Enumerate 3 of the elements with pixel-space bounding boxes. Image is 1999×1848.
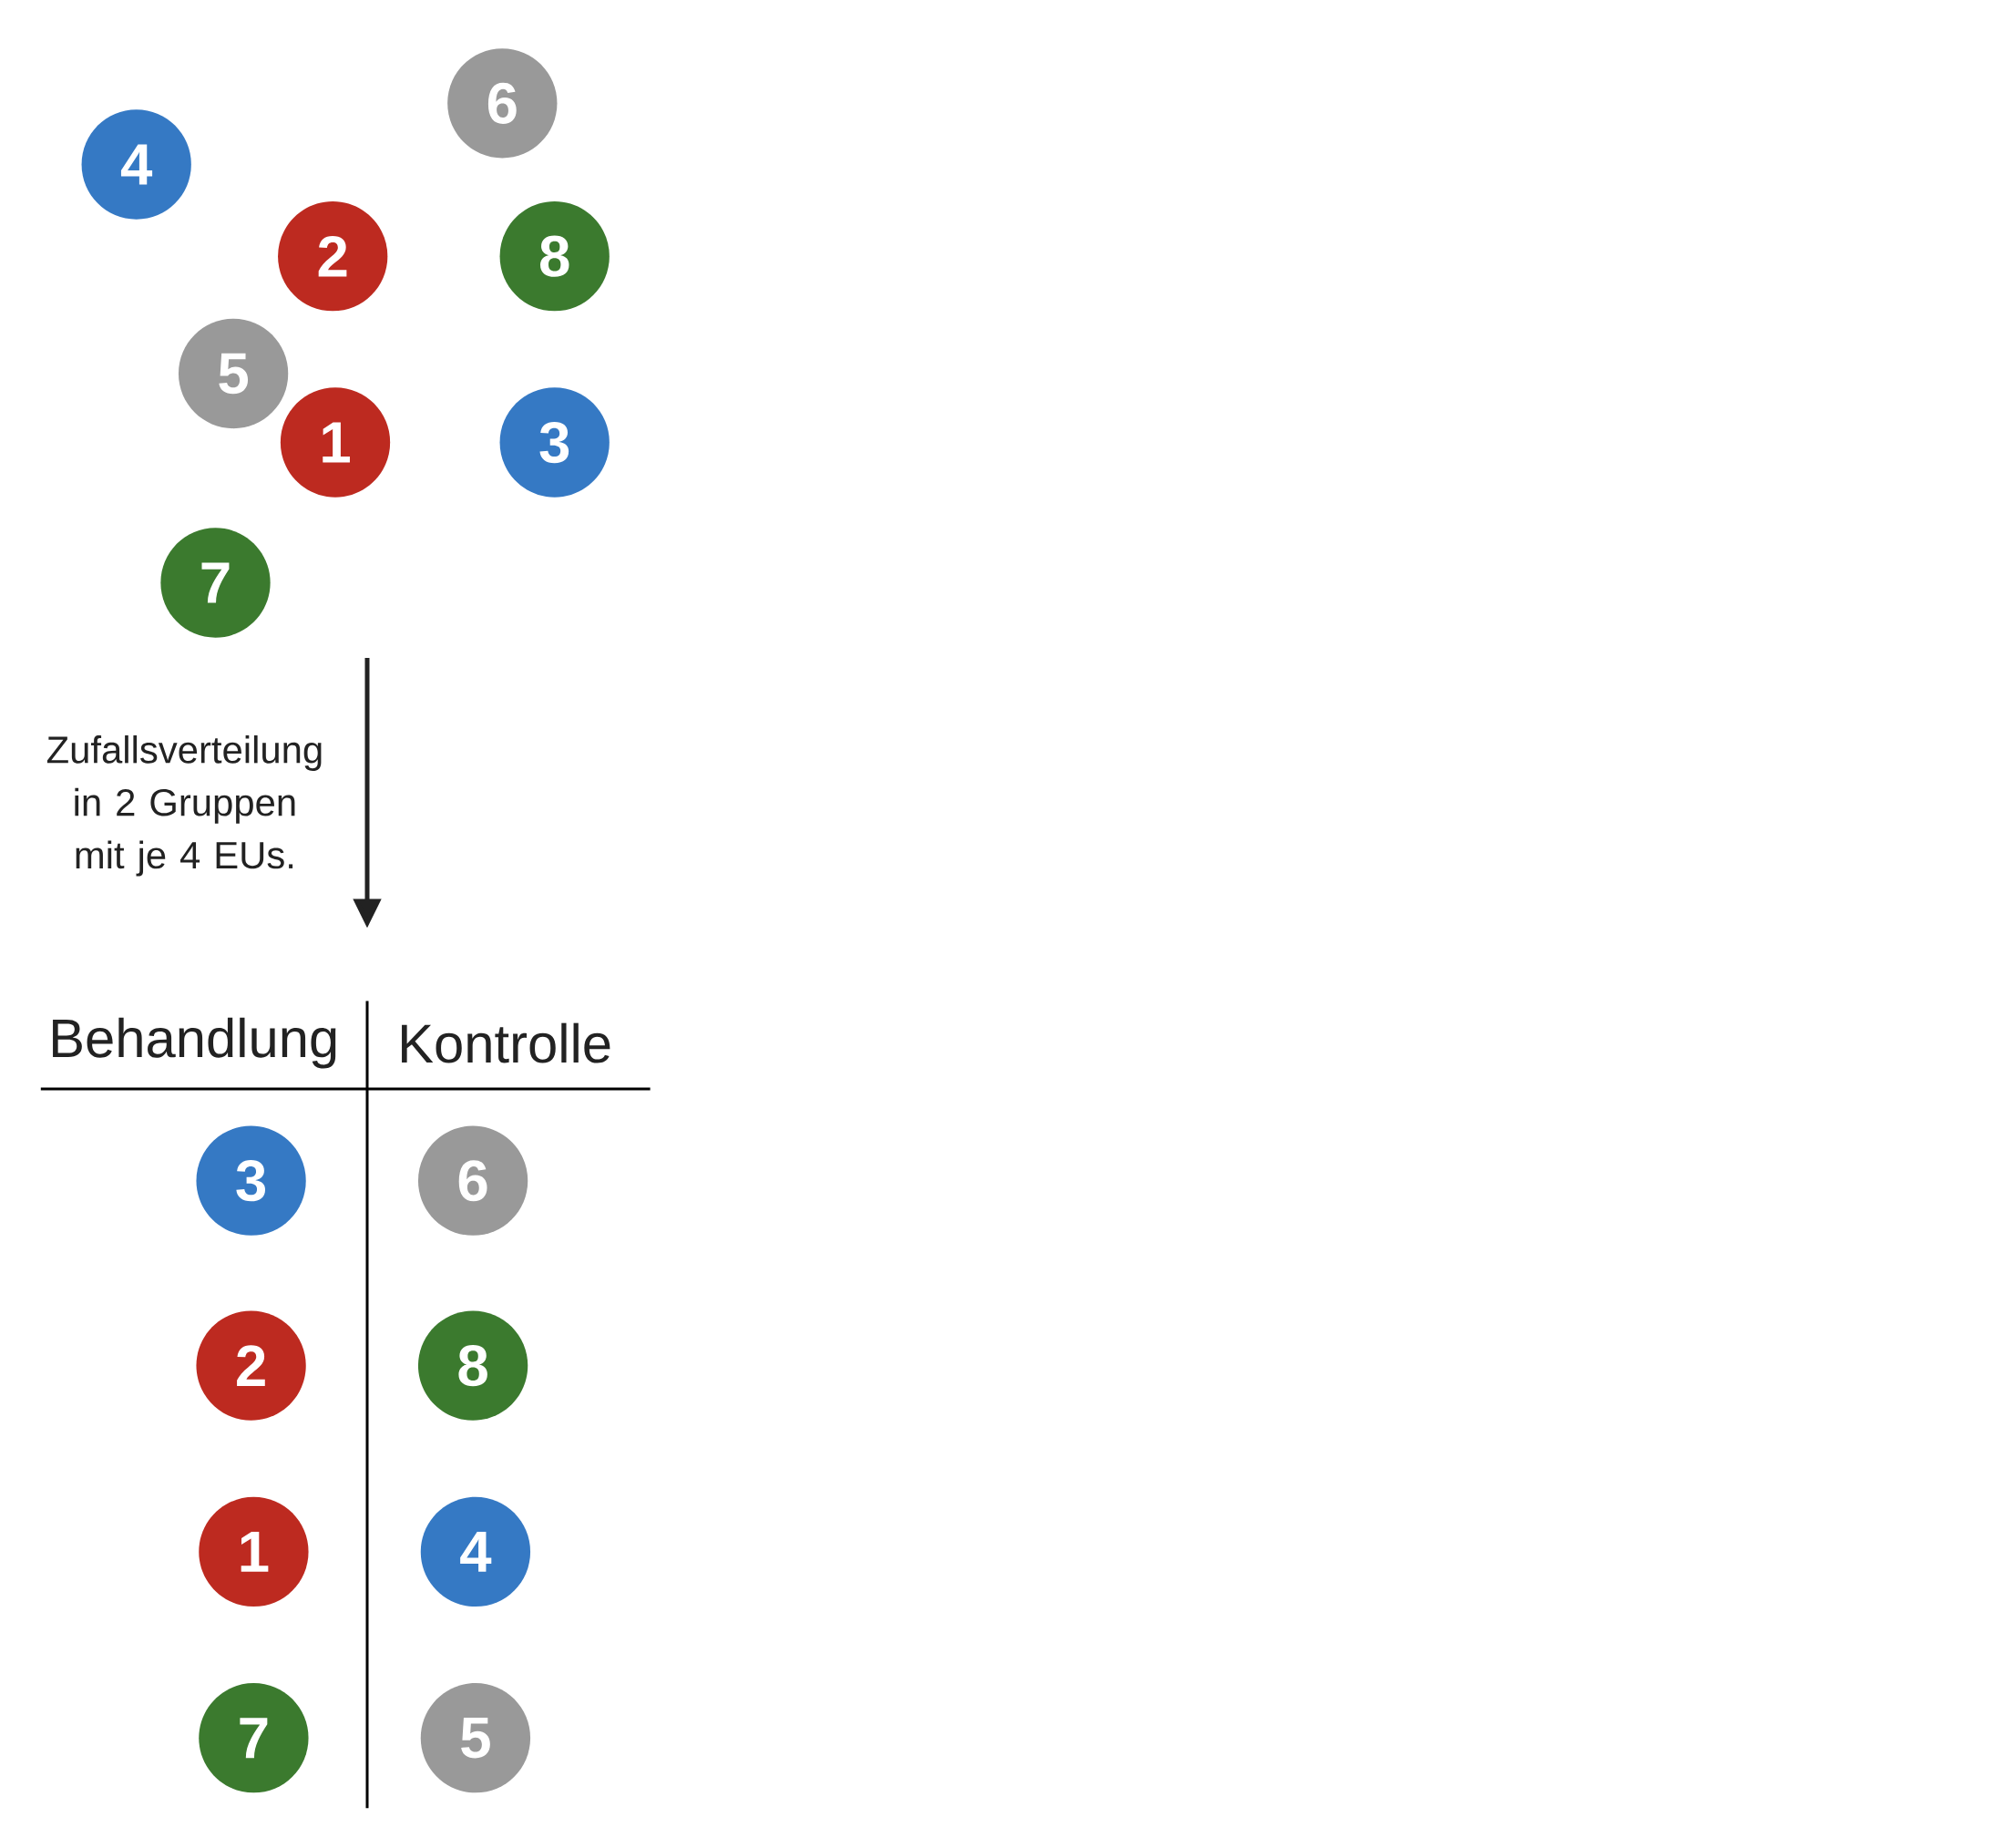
column-header: Kontrolle [402, 1022, 610, 1063]
column-header: Behandlung [53, 1017, 336, 1069]
arrow-label: Zufallsverteilung in 2 Gruppen mit je 4 EUs. [46, 735, 322, 877]
